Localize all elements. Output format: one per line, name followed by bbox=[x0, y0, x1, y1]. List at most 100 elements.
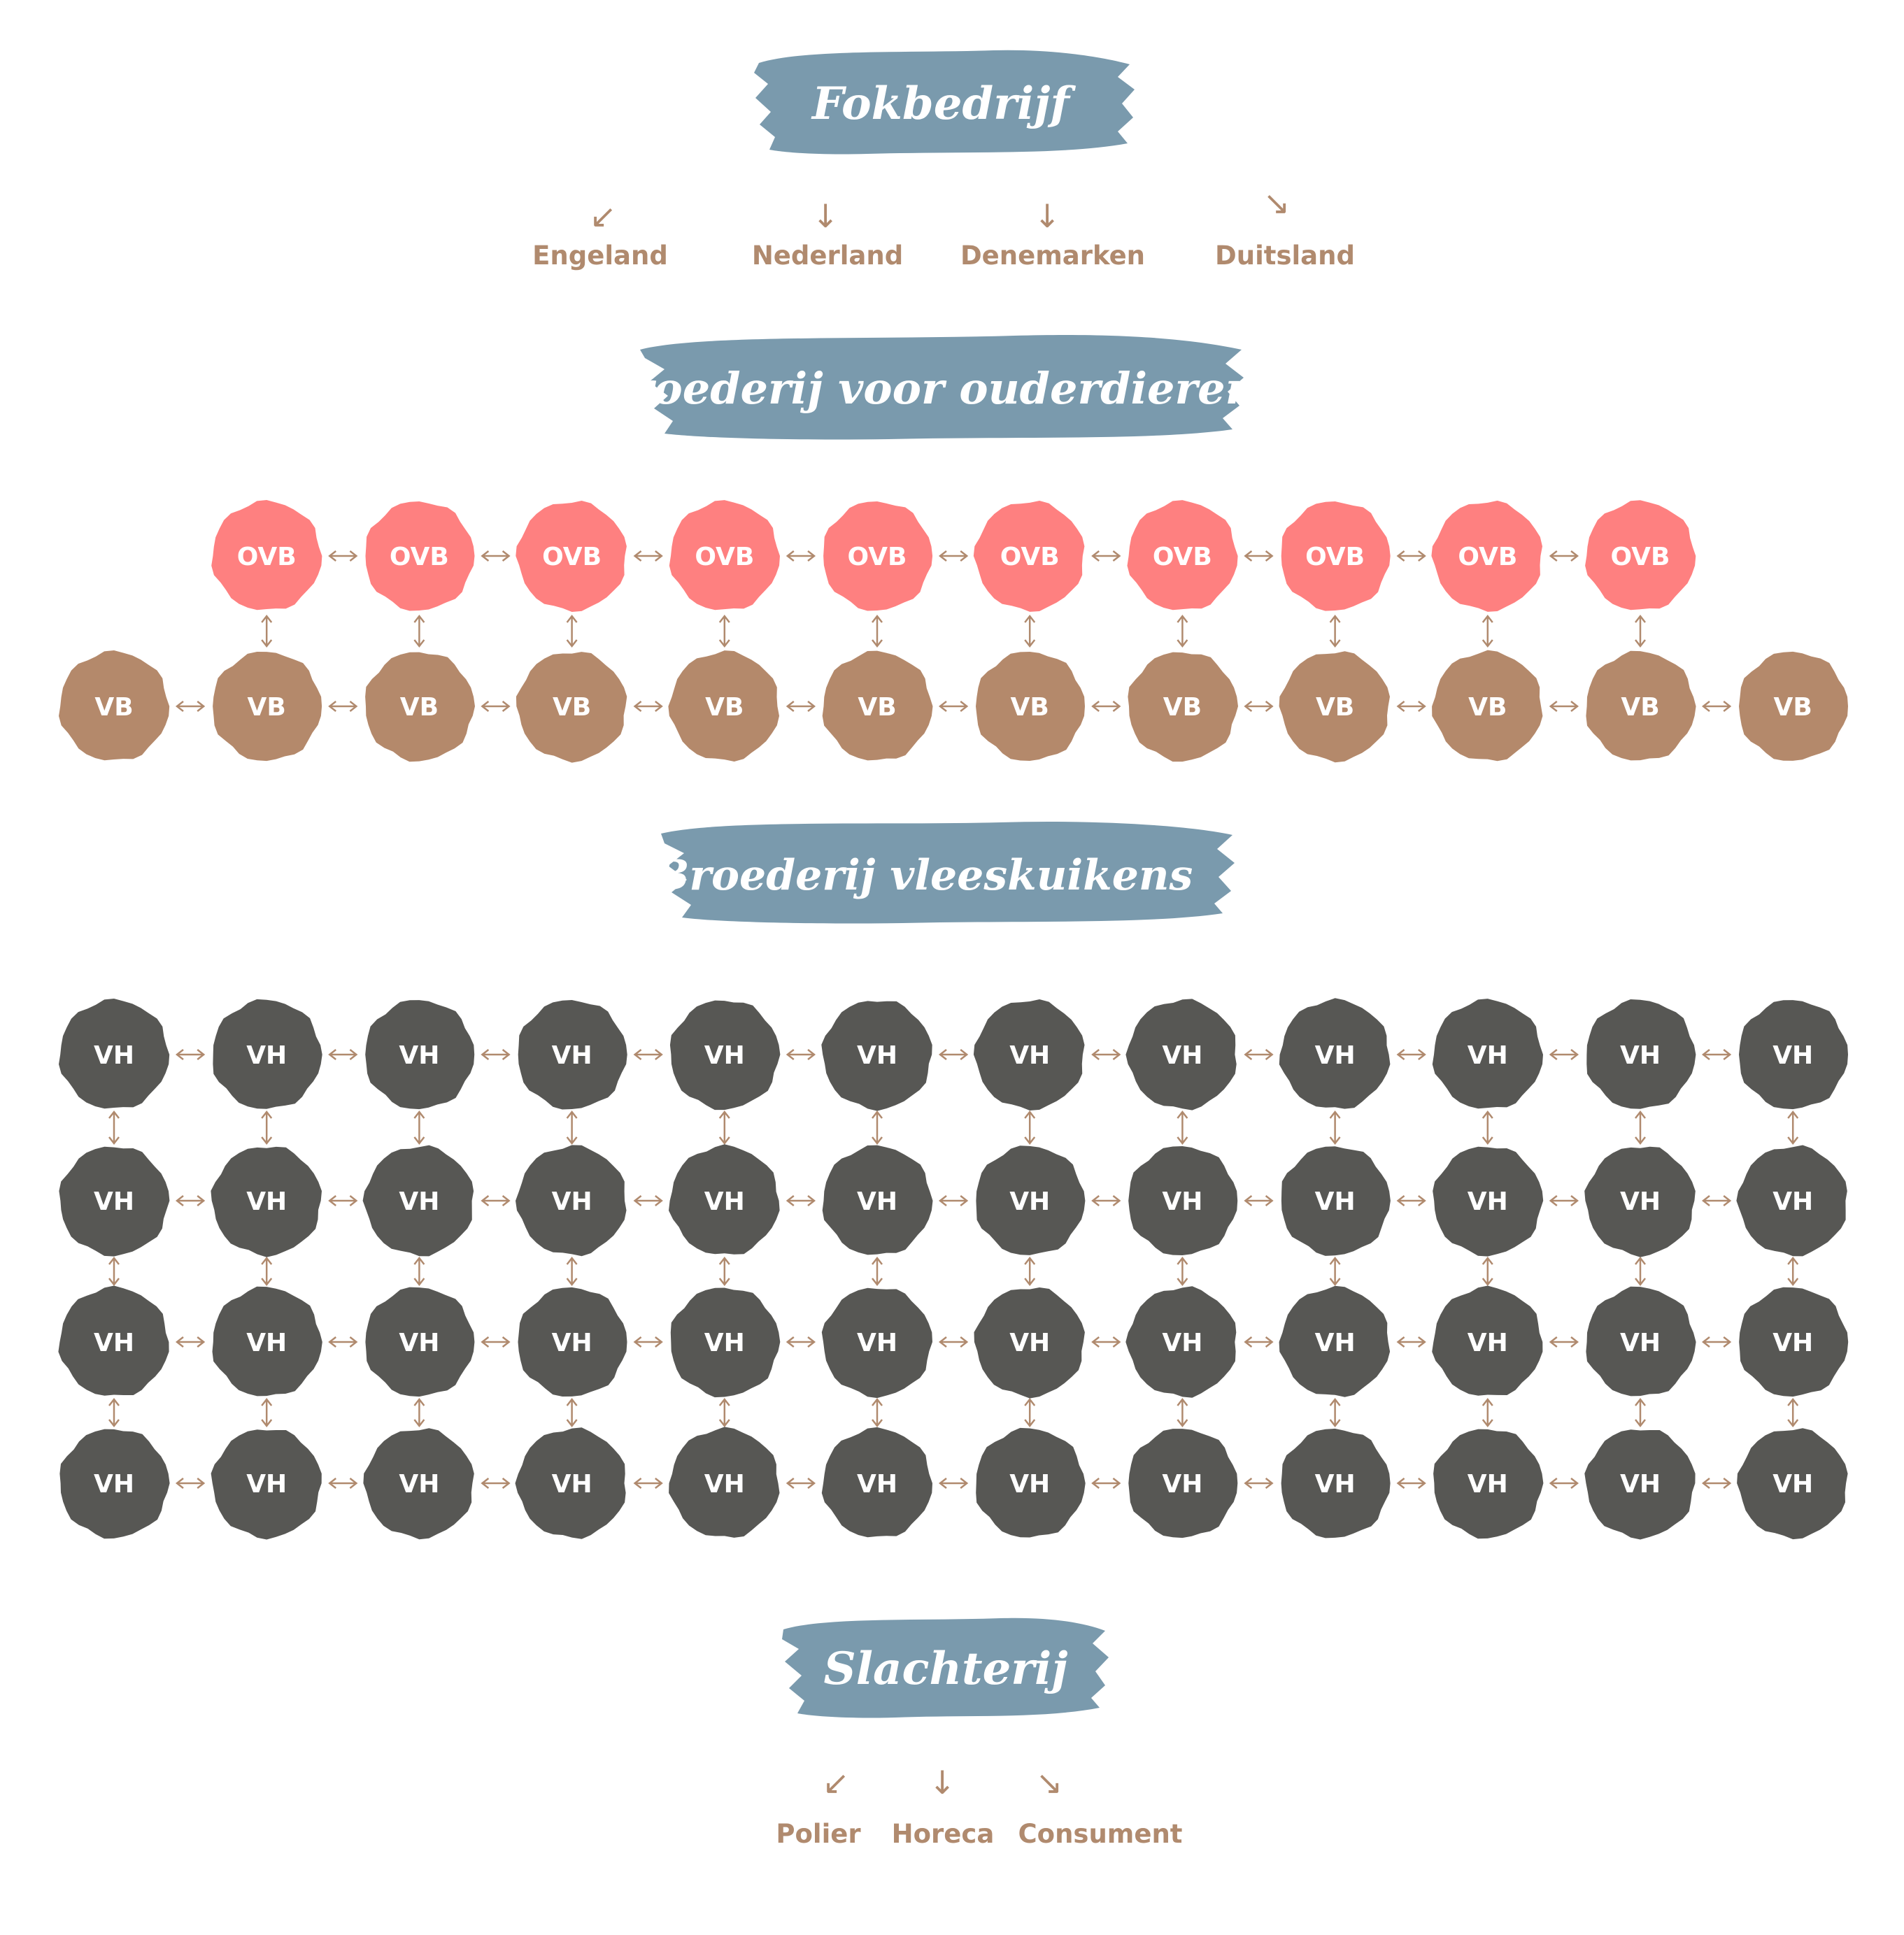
vh-node: VH bbox=[365, 1287, 475, 1397]
vh-node-circle bbox=[670, 1287, 781, 1398]
horizontal-connector-icon bbox=[1701, 701, 1732, 712]
vb-node-circle bbox=[1128, 652, 1238, 762]
horizontal-connector-icon bbox=[1091, 1478, 1121, 1489]
vertical-connector-icon bbox=[1787, 1110, 1799, 1145]
vertical-connector-icon bbox=[413, 1110, 425, 1145]
horizontal-connector-icon bbox=[1244, 1478, 1274, 1489]
vh-node: VH bbox=[1586, 1286, 1696, 1397]
vh-node: VH bbox=[1584, 1146, 1696, 1257]
vh-node-circle bbox=[212, 1286, 322, 1397]
arrow-down-left-icon: ↙ bbox=[823, 1764, 850, 1801]
vh-node-circle bbox=[669, 1000, 781, 1111]
arrow-down-icon: ↓ bbox=[929, 1764, 956, 1801]
vertical-connector-icon bbox=[872, 1397, 883, 1428]
ovb-node: OVB bbox=[669, 500, 780, 611]
ovb-node-label: OVB bbox=[1000, 543, 1060, 571]
horizontal-connector-icon bbox=[328, 1195, 358, 1206]
horizontal-connector-icon bbox=[1091, 1049, 1121, 1060]
horizontal-connector-icon bbox=[1091, 1336, 1121, 1348]
arrow-down-right-icon: ↘ bbox=[1263, 184, 1291, 222]
horizontal-connector-icon bbox=[1549, 1336, 1579, 1348]
vh-node-circle bbox=[821, 1287, 932, 1399]
horizontal-connector-icon bbox=[1549, 701, 1579, 712]
vb-node-circle bbox=[59, 650, 170, 761]
vh-node: VH bbox=[211, 1429, 322, 1540]
vh-node-circle bbox=[1739, 1000, 1848, 1110]
horizontal-connector-icon bbox=[1244, 701, 1274, 712]
ovb-node-circle bbox=[365, 501, 475, 611]
horizontal-connector-icon bbox=[1396, 1049, 1426, 1060]
vh-node-circle bbox=[976, 1145, 1086, 1255]
horizontal-connector-icon bbox=[633, 701, 663, 712]
vb-node-label: VB bbox=[400, 693, 439, 722]
vh-node: VH bbox=[1128, 1146, 1238, 1255]
vb-node-circle bbox=[365, 652, 475, 762]
vh-node-circle bbox=[669, 1144, 780, 1255]
vertical-connector-icon bbox=[413, 1256, 425, 1287]
horizontal-connector-icon bbox=[786, 550, 816, 562]
vertical-connector-icon bbox=[108, 1110, 120, 1145]
horizontal-connector-icon bbox=[1091, 1195, 1121, 1206]
vh-node-circle bbox=[973, 999, 1085, 1111]
vertical-connector-icon bbox=[1482, 1110, 1493, 1145]
arrow-down-icon: ↓ bbox=[812, 197, 839, 235]
vh-node: VH bbox=[213, 999, 322, 1109]
ovb-node-circle bbox=[669, 500, 780, 611]
horizontal-connector-icon bbox=[328, 1049, 358, 1060]
horizontal-connector-icon bbox=[786, 1336, 816, 1348]
vh-node-label: VH bbox=[1315, 1187, 1356, 1216]
horizontal-connector-icon bbox=[1701, 1049, 1732, 1060]
vertical-connector-icon bbox=[718, 1110, 730, 1145]
horizontal-connector-icon bbox=[938, 1049, 969, 1060]
vh-node-circle bbox=[58, 1285, 169, 1396]
vertical-connector-icon bbox=[1787, 1397, 1799, 1428]
ovb-node-circle bbox=[823, 501, 933, 611]
vb-node: VB bbox=[976, 652, 1085, 761]
vh-node: VH bbox=[362, 1145, 474, 1257]
vh-node: VH bbox=[59, 999, 170, 1109]
vh-node-label: VH bbox=[1009, 1470, 1050, 1499]
vh-node: VH bbox=[669, 1144, 780, 1255]
ovb-node: OVB bbox=[973, 501, 1085, 612]
vh-node-label: VH bbox=[552, 1187, 592, 1216]
ovb-node: OVB bbox=[516, 501, 627, 612]
vh-node-label: VH bbox=[94, 1470, 134, 1499]
vertical-connector-icon bbox=[872, 1110, 883, 1145]
horizontal-connector-icon bbox=[1244, 1195, 1274, 1206]
vh-node: VH bbox=[976, 1427, 1086, 1538]
vh-node-circle bbox=[1125, 999, 1237, 1111]
vb-node: VB bbox=[1432, 650, 1543, 762]
vh-node-label: VH bbox=[857, 1470, 897, 1499]
horizontal-connector-icon bbox=[1396, 701, 1426, 712]
vb-node-label: VB bbox=[94, 693, 133, 722]
ovb-node-label: OVB bbox=[390, 543, 449, 571]
horizontal-connector-icon bbox=[938, 550, 969, 562]
vh-node-circle bbox=[1432, 1285, 1543, 1396]
vertical-connector-icon bbox=[718, 1256, 730, 1287]
destination-nederland: Nederland bbox=[752, 241, 903, 271]
horizontal-connector-icon bbox=[1549, 1195, 1579, 1206]
horizontal-connector-icon bbox=[1701, 1478, 1732, 1489]
vh-node-circle bbox=[821, 1001, 932, 1111]
banner-fokbedrijf: Fokbedrijf bbox=[754, 50, 1135, 155]
horizontal-connector-icon bbox=[481, 1195, 511, 1206]
vh-node-label: VH bbox=[1620, 1329, 1661, 1357]
vh-node-label: VH bbox=[246, 1187, 287, 1216]
horizontal-connector-icon bbox=[481, 701, 511, 712]
banner-slachterij: Slachterij bbox=[782, 1618, 1109, 1718]
vh-node-label: VH bbox=[1620, 1187, 1661, 1216]
horizontal-connector-icon bbox=[1549, 1478, 1579, 1489]
destination-consument: Consument bbox=[1018, 1819, 1183, 1849]
vh-node: VH bbox=[516, 1145, 627, 1257]
ovb-node: OVB bbox=[1127, 500, 1238, 611]
vb-node-label: VB bbox=[553, 693, 591, 722]
vh-node-circle bbox=[1736, 1145, 1847, 1257]
vh-node: VH bbox=[518, 1287, 627, 1397]
ovb-node-circle bbox=[1431, 500, 1542, 612]
vertical-connector-icon bbox=[261, 614, 273, 648]
vh-node-label: VH bbox=[1009, 1329, 1050, 1357]
vb-node-circle bbox=[668, 650, 779, 762]
vh-node-circle bbox=[1586, 999, 1696, 1109]
vh-node-circle bbox=[1432, 999, 1543, 1109]
vb-node-label: VB bbox=[1316, 693, 1354, 722]
